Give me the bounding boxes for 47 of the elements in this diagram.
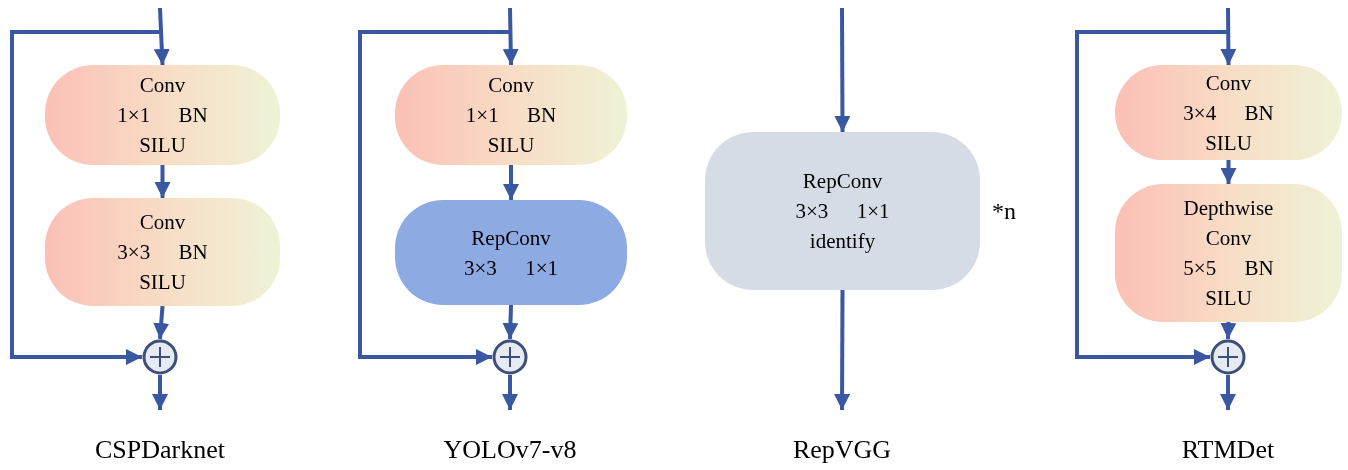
block-name: YOLOv7-v8 <box>443 434 577 466</box>
box-text: 5×5 BN <box>1183 255 1274 282</box>
arrow <box>1220 321 1237 340</box>
box-text: 3×4 BN <box>1183 99 1274 127</box>
repeat-label: *n <box>992 197 1016 226</box>
box-text: 1×1 BN <box>117 102 208 129</box>
block-name: RTMDet <box>1181 434 1275 466</box>
sum-circle <box>142 339 178 375</box>
box-text: Conv <box>1205 69 1252 97</box>
box-text: Conv <box>488 72 534 99</box>
box-text: 3×3 BN <box>117 239 208 266</box>
box-text: Conv <box>139 72 186 99</box>
box-text: 3×3 1×1 <box>463 254 558 282</box>
arrow <box>502 304 519 340</box>
box-text: 1×1 BN <box>465 102 557 129</box>
arrow <box>153 305 170 340</box>
box-text: RepConv <box>802 168 883 195</box>
arrow <box>834 8 851 132</box>
arrow <box>502 375 518 410</box>
arrow <box>502 7 519 66</box>
box-text: Conv <box>1205 225 1252 252</box>
arrow <box>503 165 519 200</box>
box-text: Depthwise <box>1183 195 1274 222</box>
block-name: RepVGG <box>792 434 892 466</box>
box-text: RepConv <box>471 224 551 252</box>
sum-circle <box>1210 339 1246 375</box>
process-box <box>1115 184 1342 322</box>
box-text: 3×3 1×1 <box>795 198 890 225</box>
block-name: CSPDarknet <box>95 434 225 466</box>
arrow <box>1220 375 1236 410</box>
sum-circle <box>492 339 528 375</box>
arrow <box>358 30 510 365</box>
arrow <box>1220 7 1237 66</box>
arrow <box>834 290 851 410</box>
box-text: SILU <box>1205 285 1252 312</box>
arrow <box>1220 160 1237 184</box>
box-text: SILU <box>487 132 535 159</box>
box-text: SILU <box>139 132 186 159</box>
box-text: SILU <box>1205 129 1252 157</box>
box-text: SILU <box>139 269 186 296</box>
arrow <box>1075 30 1228 365</box>
arrow <box>152 375 168 410</box>
arrow <box>154 165 171 198</box>
arrow <box>10 30 160 365</box>
arrow <box>153 7 170 66</box>
box-text: Conv <box>139 209 186 236</box>
box-text: identify <box>809 228 876 255</box>
